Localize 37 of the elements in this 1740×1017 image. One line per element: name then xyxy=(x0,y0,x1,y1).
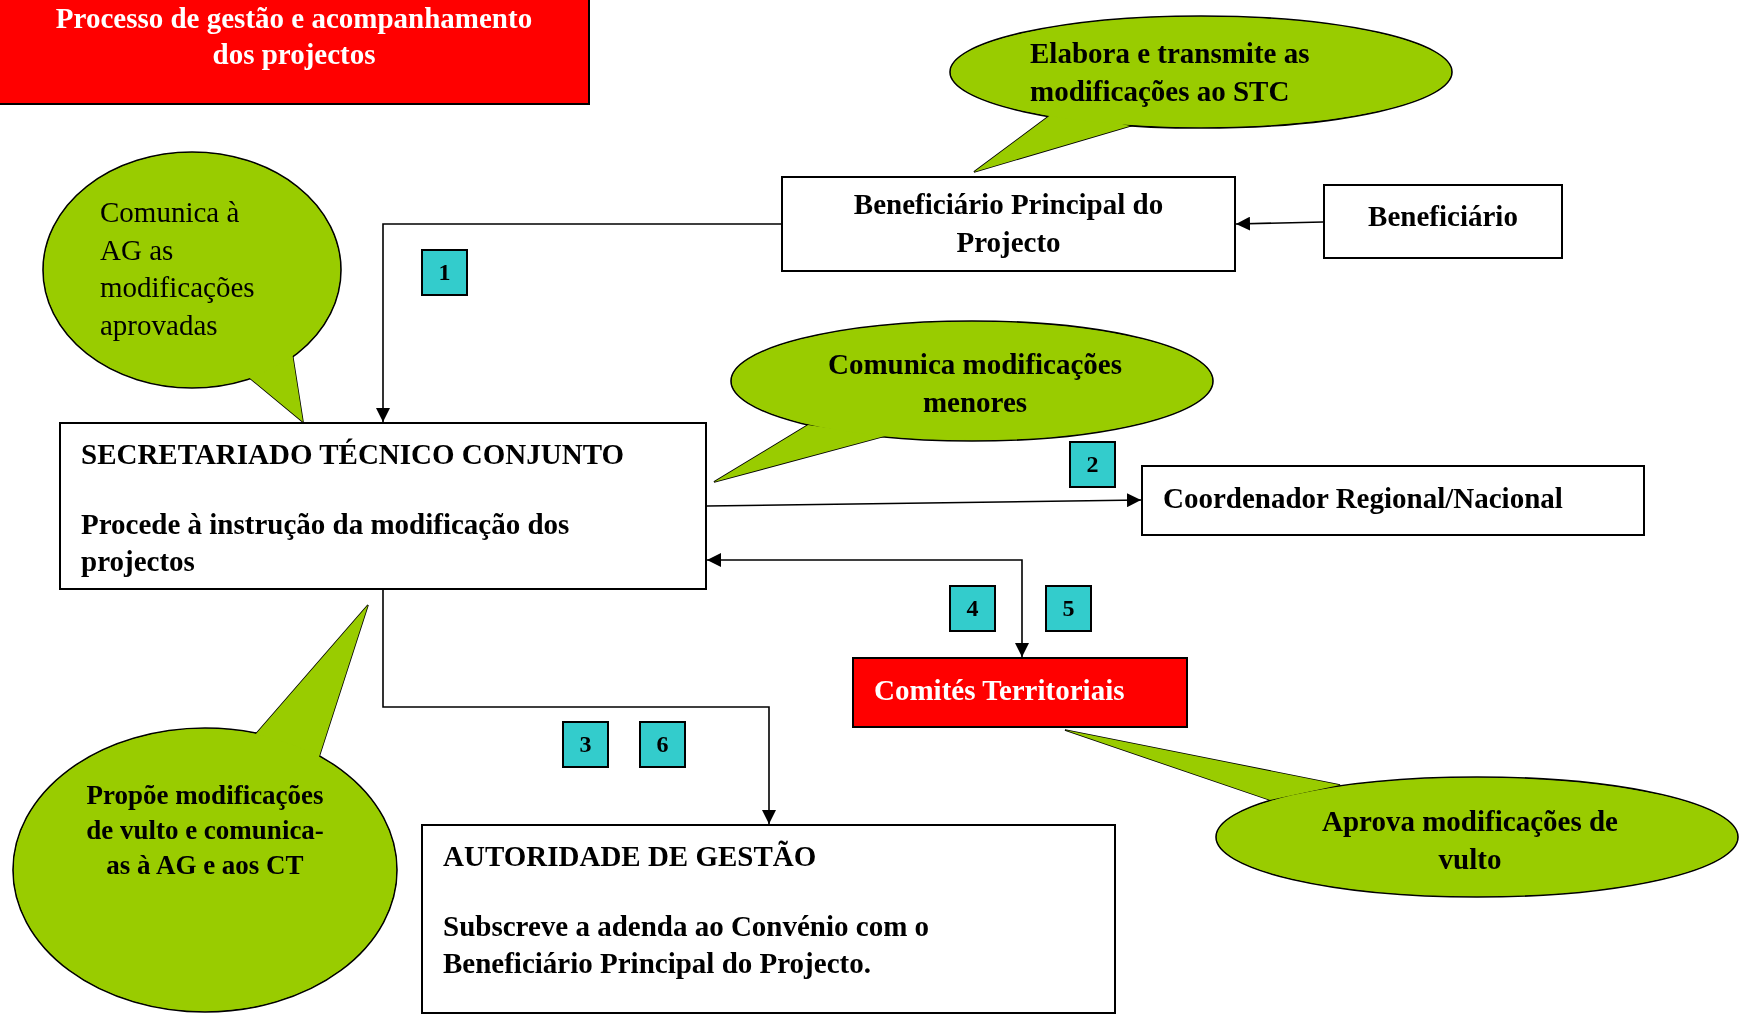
callout-text: Propõe modificações de vulto e comunica-as à AG e aos CT xyxy=(85,779,325,883)
arrow xyxy=(706,493,1142,508)
step-number: 2 xyxy=(1085,450,1100,479)
box-text: Procede à instrução da modificação dos projectos xyxy=(81,506,571,580)
box-text: Beneficiário xyxy=(1367,199,1519,234)
step-number-box xyxy=(421,249,468,296)
arrow xyxy=(382,589,776,825)
step-number: 3 xyxy=(578,730,593,759)
callout-text: Elabora e transmite as modificações ao STC xyxy=(1030,36,1311,109)
step-number-box xyxy=(1045,585,1092,632)
step-number-box xyxy=(639,721,686,768)
step-number: 5 xyxy=(1061,594,1076,623)
box-text: Comités Territoriais xyxy=(874,673,1126,708)
process-box xyxy=(1141,465,1645,536)
arrow xyxy=(706,553,1029,658)
arrow xyxy=(376,223,782,423)
step-number-box xyxy=(1069,441,1116,488)
box-text: Coordenador Regional/Nacional xyxy=(1163,481,1564,516)
arrow xyxy=(1235,216,1324,231)
box-heading: SECRETARIADO TÉCNICO CONJUNTO xyxy=(81,437,626,472)
step-number: 4 xyxy=(965,594,980,623)
process-box xyxy=(421,824,1116,1014)
box-heading: AUTORIDADE DE GESTÃO xyxy=(443,839,818,874)
step-number-box xyxy=(562,721,609,768)
step-number-box xyxy=(949,585,996,632)
title-banner: Processo de gestão e acompanhamento dos projectos xyxy=(0,0,590,105)
process-box xyxy=(1323,184,1563,259)
step-number: 1 xyxy=(437,258,452,287)
callout-text: Comunica modificações menores xyxy=(827,347,1123,420)
process-box xyxy=(59,422,707,590)
callout-text: Comunica à AG as modificações aprovadas xyxy=(100,195,256,344)
step-number: 6 xyxy=(655,730,670,759)
box-text: Subscreve a adenda ao Convénio com o Beneficiário Principal do Projecto. xyxy=(443,908,931,982)
process-box xyxy=(781,176,1236,272)
highlight-box xyxy=(852,657,1188,728)
box-text: Beneficiário Principal do Projecto xyxy=(852,187,1165,260)
callout-text: Aprova modificações de vulto xyxy=(1321,804,1619,877)
